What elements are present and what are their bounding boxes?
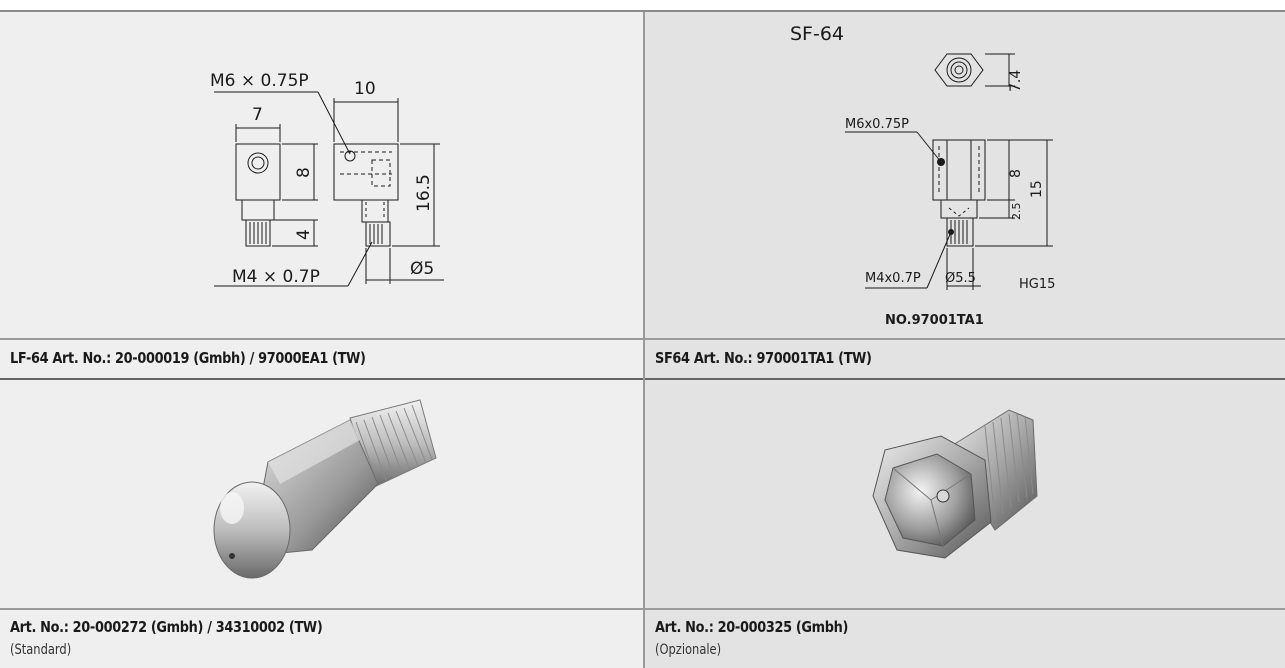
row-divider: [0, 608, 1285, 610]
sf64-dim-height-body: 8: [1008, 169, 1024, 178]
lf64-front-neck: [241, 199, 275, 221]
lf64-dim-height-body: 8: [294, 167, 314, 178]
sf64-caption: SF64 Art. No.: 970001TA1 (TW): [655, 349, 872, 367]
optional-nipple-image-panel: [645, 380, 1285, 608]
standard-nipple-port: [229, 553, 235, 559]
standard-nipple-info: Art. No.: 20-000272 (Gmbh) / 34310002 (T…: [0, 610, 643, 668]
row-divider: [0, 378, 1285, 380]
sf64-neck: [940, 199, 978, 219]
sf64-port-top: [937, 158, 945, 166]
lf64-caption-cell: LF-64 Art. No.: 20-000019 (Gmbh) / 97000…: [0, 340, 643, 378]
sf64-part-number: NO.97001TA1: [885, 313, 984, 328]
sf64-hex-top: [934, 53, 984, 87]
sf64-dim-hex-height: 7.4: [1008, 70, 1024, 92]
lf64-side-port: [344, 150, 356, 162]
sf64-technical-drawing: SF-64 7.4 M6x0.75P 8 15 2.5 M4x0.7P Ø5.5…: [790, 23, 1055, 328]
lf64-dim-width-left: 7: [252, 105, 263, 125]
sf64-model-label: SF-64: [790, 23, 844, 45]
sf64-drawing-panel: SF-64 7.4 M6x0.75P 8 15 2.5 M4x0.7P Ø5.5…: [645, 12, 1285, 338]
lf64-front-thread: [245, 219, 271, 247]
optional-nipple-info: Art. No.: 20-000325 (Gmbh) (Opzionale): [645, 610, 1285, 668]
row-divider: [0, 338, 1285, 340]
sf64-thread-bottom-label: M4x0.7P: [865, 271, 921, 286]
sf64-thread: [946, 217, 974, 247]
lf64-thread-bottom-label: M4 × 0.7P: [232, 267, 320, 287]
lf64-dim-height-total: 16.5: [414, 174, 434, 212]
standard-nipple-image-panel: [0, 380, 643, 608]
sf64-dim-height-total: 15: [1029, 180, 1045, 198]
standard-nipple-art-no: Art. No.: 20-000272 (Gmbh) / 34310002 (T…: [10, 618, 323, 636]
lf64-side-thread: [365, 221, 391, 247]
optional-nipple-art-no: Art. No.: 20-000325 (Gmbh): [655, 618, 849, 636]
optional-nipple-port: [936, 489, 950, 503]
sf64-thread-top-label: M6x0.75P: [845, 117, 909, 132]
sf64-caption-cell: SF64 Art. No.: 970001TA1 (TW): [645, 340, 1285, 378]
lf64-front-body: [235, 143, 281, 201]
sf64-port-bottom: [948, 229, 954, 235]
optional-nipple-variant: (Opzionale): [655, 642, 722, 658]
standard-nipple-variant: (Standard): [10, 642, 72, 658]
lf64-technical-drawing: M6 × 0.75P 10 7 8 16.5 4 M4 × 0.7P Ø5: [210, 71, 444, 287]
sf64-dim-diameter: Ø5.5: [945, 271, 976, 286]
column-divider: [643, 12, 645, 668]
top-rule: [0, 10, 1285, 12]
lf64-thread-top-label: M6 × 0.75P: [210, 71, 309, 91]
lf64-caption: LF-64 Art. No.: 20-000019 (Gmbh) / 97000…: [10, 349, 366, 367]
optional-nipple-image: [872, 409, 1038, 559]
lf64-drawing-panel: M6 × 0.75P 10 7 8 16.5 4 M4 × 0.7P Ø5: [0, 12, 643, 338]
standard-nipple-image: [213, 399, 437, 579]
lf64-front-bore-inner: [251, 156, 265, 170]
lf64-dim-width-top: 10: [354, 79, 376, 99]
sf64-thread-code: HG15: [1019, 277, 1055, 292]
lf64-front-bore-outer: [247, 152, 269, 174]
lf64-dim-height-thread: 4: [294, 229, 314, 240]
lf64-dim-diameter: Ø5: [410, 259, 434, 279]
sf64-dim-height-neck: 2.5: [1010, 203, 1023, 221]
sf64-body: [932, 139, 986, 201]
